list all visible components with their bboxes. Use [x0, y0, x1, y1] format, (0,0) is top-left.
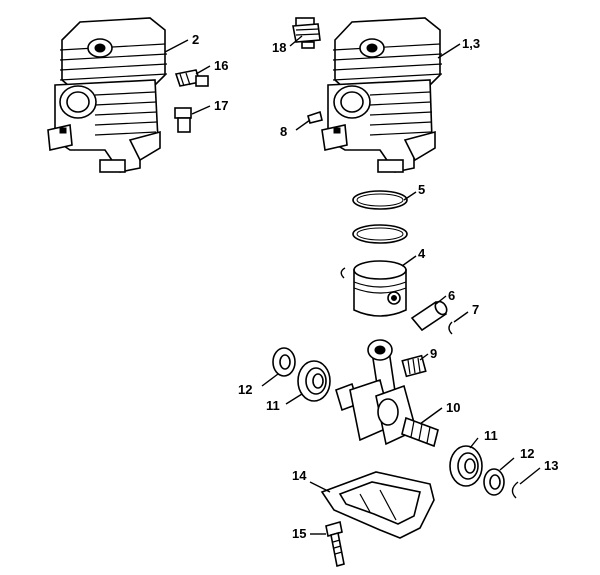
callout-18: 18 [272, 40, 286, 55]
part-12-oil-seal-left [272, 347, 296, 377]
part-14-crankcase-base [320, 471, 435, 539]
callout-2: 2 [192, 32, 199, 47]
callout-17: 17 [214, 98, 228, 113]
part-17-plug [174, 107, 192, 133]
right-cylinder [321, 17, 443, 173]
part-13-circlip [511, 481, 519, 499]
part-18-spark-plug [292, 17, 321, 49]
part-6-piston-pin [410, 300, 448, 332]
part-12-oil-seal-right [483, 468, 505, 496]
callout-16: 16 [214, 58, 228, 73]
callout-5: 5 [418, 182, 425, 197]
leader-lines [164, 35, 541, 535]
callout-14: 14 [292, 468, 307, 483]
callout-1-3: 1,3 [462, 36, 480, 51]
part-4-piston [340, 260, 407, 317]
callout-11-left: 11 [266, 398, 280, 413]
part-8-screw [307, 110, 323, 124]
callout-11-right: 11 [484, 428, 498, 443]
part-11-bearing-right [449, 445, 483, 487]
callout-7: 7 [472, 302, 479, 317]
callout-6: 6 [448, 288, 455, 303]
part-9-needle-bearing [401, 354, 427, 378]
part-10-crankshaft [335, 339, 439, 448]
callout-12-right: 12 [520, 446, 534, 461]
callout-15: 15 [292, 526, 306, 541]
callout-9: 9 [430, 346, 437, 361]
callout-8: 8 [280, 124, 287, 139]
callout-12-left: 12 [238, 382, 252, 397]
part-5-piston-rings [352, 190, 408, 244]
part-15-screw [325, 520, 345, 568]
callout-10: 10 [446, 400, 460, 415]
part-16-valve [174, 69, 209, 87]
callout-4: 4 [418, 246, 426, 261]
left-cylinder [47, 17, 168, 173]
callout-labels: 2 16 17 18 1,3 8 5 4 6 7 9 12 11 10 11 1… [192, 32, 558, 541]
part-11-bearing-left [297, 360, 331, 402]
part-7-circlip [448, 321, 453, 335]
callout-13: 13 [544, 458, 558, 473]
